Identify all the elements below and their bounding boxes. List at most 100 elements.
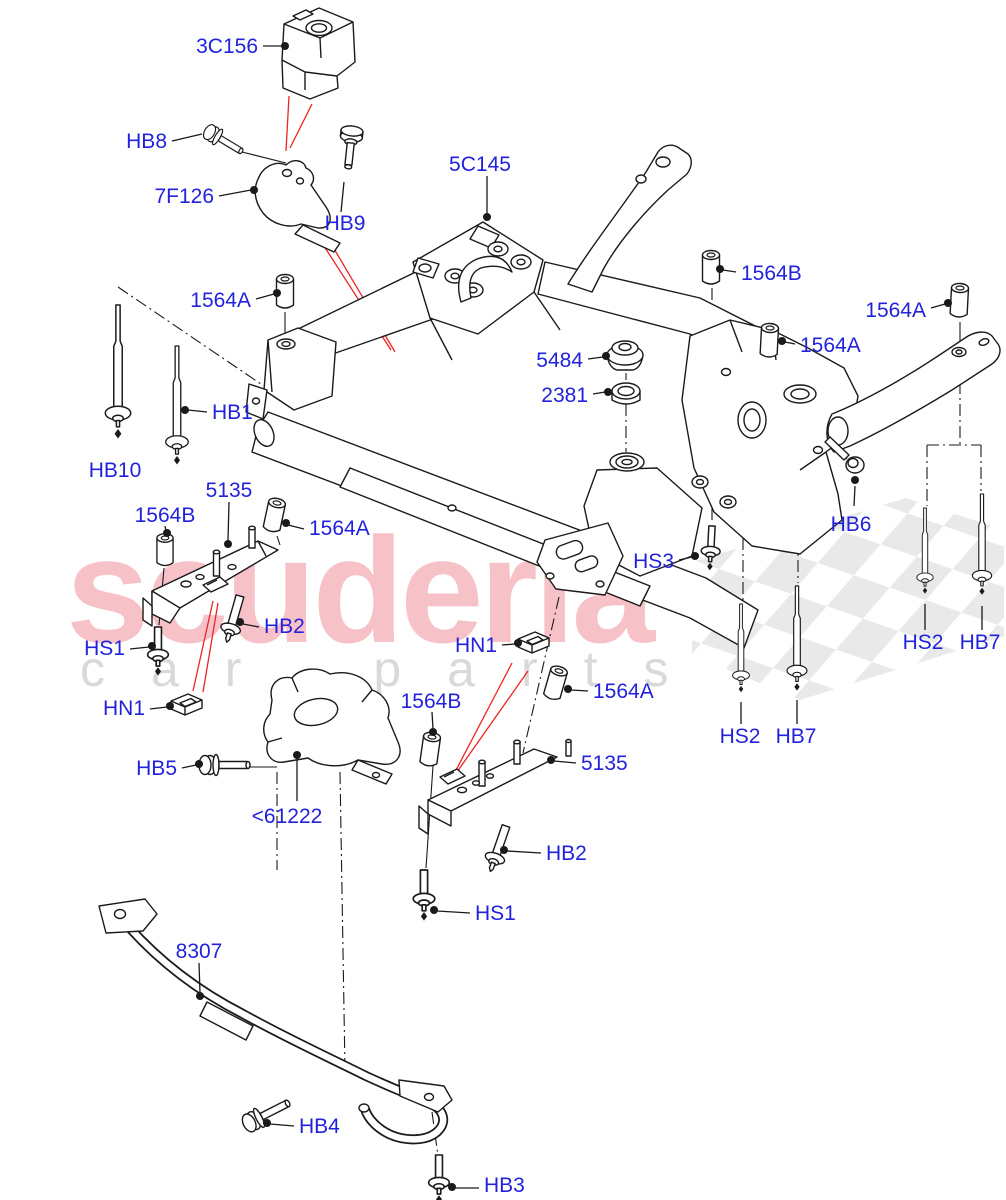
- bushing-1564a-far-right: [949, 282, 970, 319]
- part-label-hb8[interactable]: HB8: [126, 130, 167, 153]
- leader-dot-1564a-lt: [273, 289, 281, 297]
- bracket-5135-center-drawing: [418, 738, 572, 835]
- leader-line-5135-l: [227, 501, 230, 542]
- leader-line-hb9: [340, 181, 345, 213]
- leader-dot-hb4: [263, 1119, 271, 1127]
- part-label-hs2-r[interactable]: HS2: [903, 631, 944, 654]
- expansion-tank-drawing: [281, 7, 356, 100]
- part-label-hn1-c[interactable]: HN1: [455, 634, 497, 657]
- part-label-hb4[interactable]: HB4: [299, 1115, 340, 1138]
- part-label-1564b-l[interactable]: 1564B: [135, 504, 196, 527]
- part-label-5135-c[interactable]: 5135: [581, 752, 628, 775]
- leader-line-1564a-rm: [784, 341, 796, 345]
- leader-dot-1564a-fr: [944, 299, 952, 307]
- leader-line-1564a-lm: [287, 524, 305, 530]
- leader-line-hn1-c: [501, 643, 516, 646]
- leader-line-hb8: [171, 133, 203, 142]
- bolt-hb10-drawing: [104, 304, 132, 440]
- leader-dot-3c156: [281, 42, 289, 50]
- leader-line-hs1-l: [129, 646, 150, 650]
- part-label-hs1-c[interactable]: HS1: [475, 902, 516, 925]
- part-label-1564a-lm[interactable]: 1564A: [309, 517, 370, 540]
- part-label-hb2-l[interactable]: HB2: [264, 615, 305, 638]
- part-label-61222[interactable]: <61222: [252, 805, 323, 828]
- leader-dot-2381: [604, 388, 612, 396]
- leader-line-hn1-l: [149, 706, 168, 710]
- part-label-3c156[interactable]: 3C156: [196, 35, 258, 58]
- leader-line-1564a-fr: [930, 303, 946, 309]
- bolt-hb8-drawing: [199, 121, 248, 161]
- bushing-1564b-center: [418, 730, 442, 768]
- part-label-8307[interactable]: 8307: [176, 940, 223, 963]
- part-label-1564a-c[interactable]: 1564A: [593, 680, 654, 703]
- leader-line-hb2-l: [242, 623, 260, 628]
- part-label-1564b-tr[interactable]: 1564B: [741, 262, 802, 285]
- leader-dot-1564a-c: [564, 685, 572, 693]
- part-label-1564b-c[interactable]: 1564B: [401, 690, 462, 713]
- part-label-hn1-l[interactable]: HN1: [103, 697, 145, 720]
- leader-line-5135-c: [553, 760, 577, 764]
- part-label-7f126[interactable]: 7F126: [154, 185, 214, 208]
- part-label-hb9[interactable]: HB9: [325, 212, 366, 235]
- part-label-hb1[interactable]: HB1: [212, 401, 253, 424]
- leader-line-1564b-tr: [722, 269, 737, 273]
- bushing-2381-drawing: [611, 382, 641, 405]
- bushing-1564b-left: [156, 533, 174, 567]
- bracket-5135-left-drawing: [142, 525, 279, 627]
- part-label-2381[interactable]: 2381: [541, 384, 588, 407]
- leader-dot-1564a-rm: [778, 337, 786, 345]
- part-label-hb10[interactable]: HB10: [89, 459, 142, 482]
- bolt-hb3-drawing: [427, 1154, 451, 1200]
- leader-dot-hb2-l: [236, 618, 244, 626]
- leader-line-5484: [587, 356, 604, 360]
- leader-dot-5135-c: [547, 756, 555, 764]
- leader-dot-1564b-tr: [716, 265, 724, 273]
- leader-line-hb4: [269, 1123, 295, 1127]
- leader-line-hb5: [181, 764, 197, 769]
- part-label-hb7-c[interactable]: HB7: [776, 725, 817, 748]
- bolt-hb4-drawing: [238, 1092, 295, 1136]
- bushing-1564a-right-mid: [759, 322, 780, 359]
- leader-line-hs3: [678, 556, 693, 561]
- clip-hn1-left-drawing: [170, 693, 203, 716]
- part-label-hb2-c[interactable]: HB2: [546, 842, 587, 865]
- leader-dot-hb5: [195, 760, 203, 768]
- leader-dot-hs3: [691, 552, 699, 560]
- part-label-hs2-c[interactable]: HS2: [720, 725, 761, 748]
- leader-dot-hn1-l: [166, 702, 174, 710]
- leader-line-7f126: [218, 189, 252, 197]
- part-label-hb7-r[interactable]: HB7: [960, 631, 1001, 654]
- part-label-5484[interactable]: 5484: [536, 349, 583, 372]
- stabilizer-bar-drawing: [98, 898, 453, 1145]
- part-label-1564a-rm[interactable]: 1564A: [800, 334, 861, 357]
- bolt-hb9-drawing: [339, 125, 364, 170]
- leader-dot-hb2-c: [500, 846, 508, 854]
- leader-dot-hb6: [851, 476, 859, 484]
- leader-dot-5c145: [483, 213, 491, 221]
- part-label-hs1-l[interactable]: HS1: [84, 637, 125, 660]
- subframe-drawing: [245, 144, 1001, 649]
- leader-line-1564a-lt: [255, 293, 275, 300]
- part-label-1564a-lt[interactable]: 1564A: [190, 289, 251, 312]
- bolt-hb5-drawing: [198, 753, 251, 777]
- leader-dot-7f126: [250, 186, 258, 194]
- leader-dot-hb3: [448, 1183, 456, 1191]
- leader-line-hs1-c: [436, 910, 471, 914]
- leader-line-2381: [592, 391, 606, 395]
- part-label-hs3[interactable]: HS3: [633, 550, 674, 573]
- part-label-5135-l[interactable]: 5135: [206, 479, 253, 502]
- part-label-hb6[interactable]: HB6: [831, 513, 872, 536]
- leader-dot-5484: [602, 352, 610, 360]
- part-label-hb3[interactable]: HB3: [484, 1174, 525, 1197]
- bolt-hb1-drawing: [165, 345, 189, 466]
- part-label-5c145[interactable]: 5C145: [449, 153, 511, 176]
- leader-line-hb1: [187, 409, 208, 413]
- leader-dot-hb1: [181, 406, 189, 414]
- part-label-1564a-fr[interactable]: 1564A: [865, 299, 926, 322]
- part-label-hb5[interactable]: HB5: [136, 757, 177, 780]
- leader-line-hb6: [853, 485, 856, 507]
- leader-line-1564a-c: [570, 689, 589, 692]
- leader-line-8307: [198, 962, 201, 994]
